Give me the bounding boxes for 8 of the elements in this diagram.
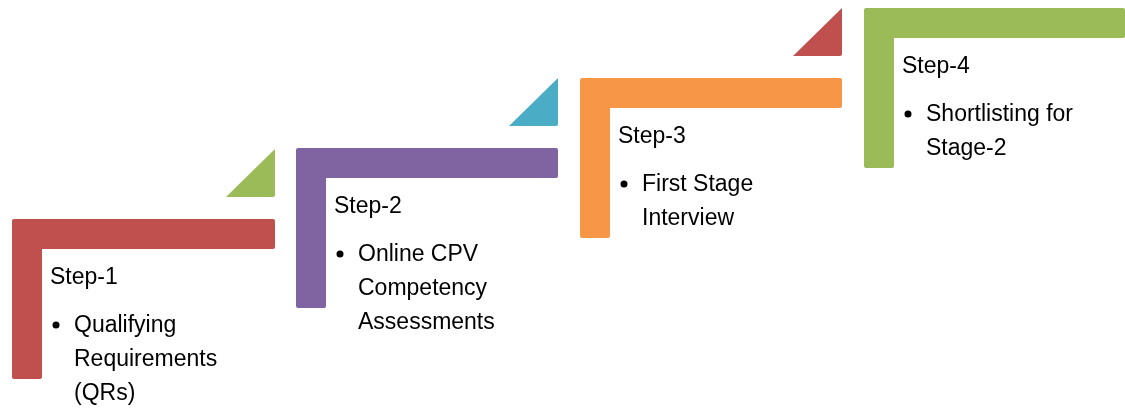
step-description: Online CPV Competency Assessments — [358, 239, 496, 336]
step-heading: Step-3 — [618, 121, 686, 150]
step-heading: Step-2 — [334, 191, 402, 220]
step-heading: Step-4 — [902, 51, 970, 80]
step-description: Qualifying Requirements (QRs) — [74, 310, 219, 407]
step-description: Shortlisting for Stage-2 — [926, 99, 1074, 162]
step-heading: Step-1 — [50, 262, 118, 291]
step-description: First Stage Interview — [642, 169, 755, 232]
